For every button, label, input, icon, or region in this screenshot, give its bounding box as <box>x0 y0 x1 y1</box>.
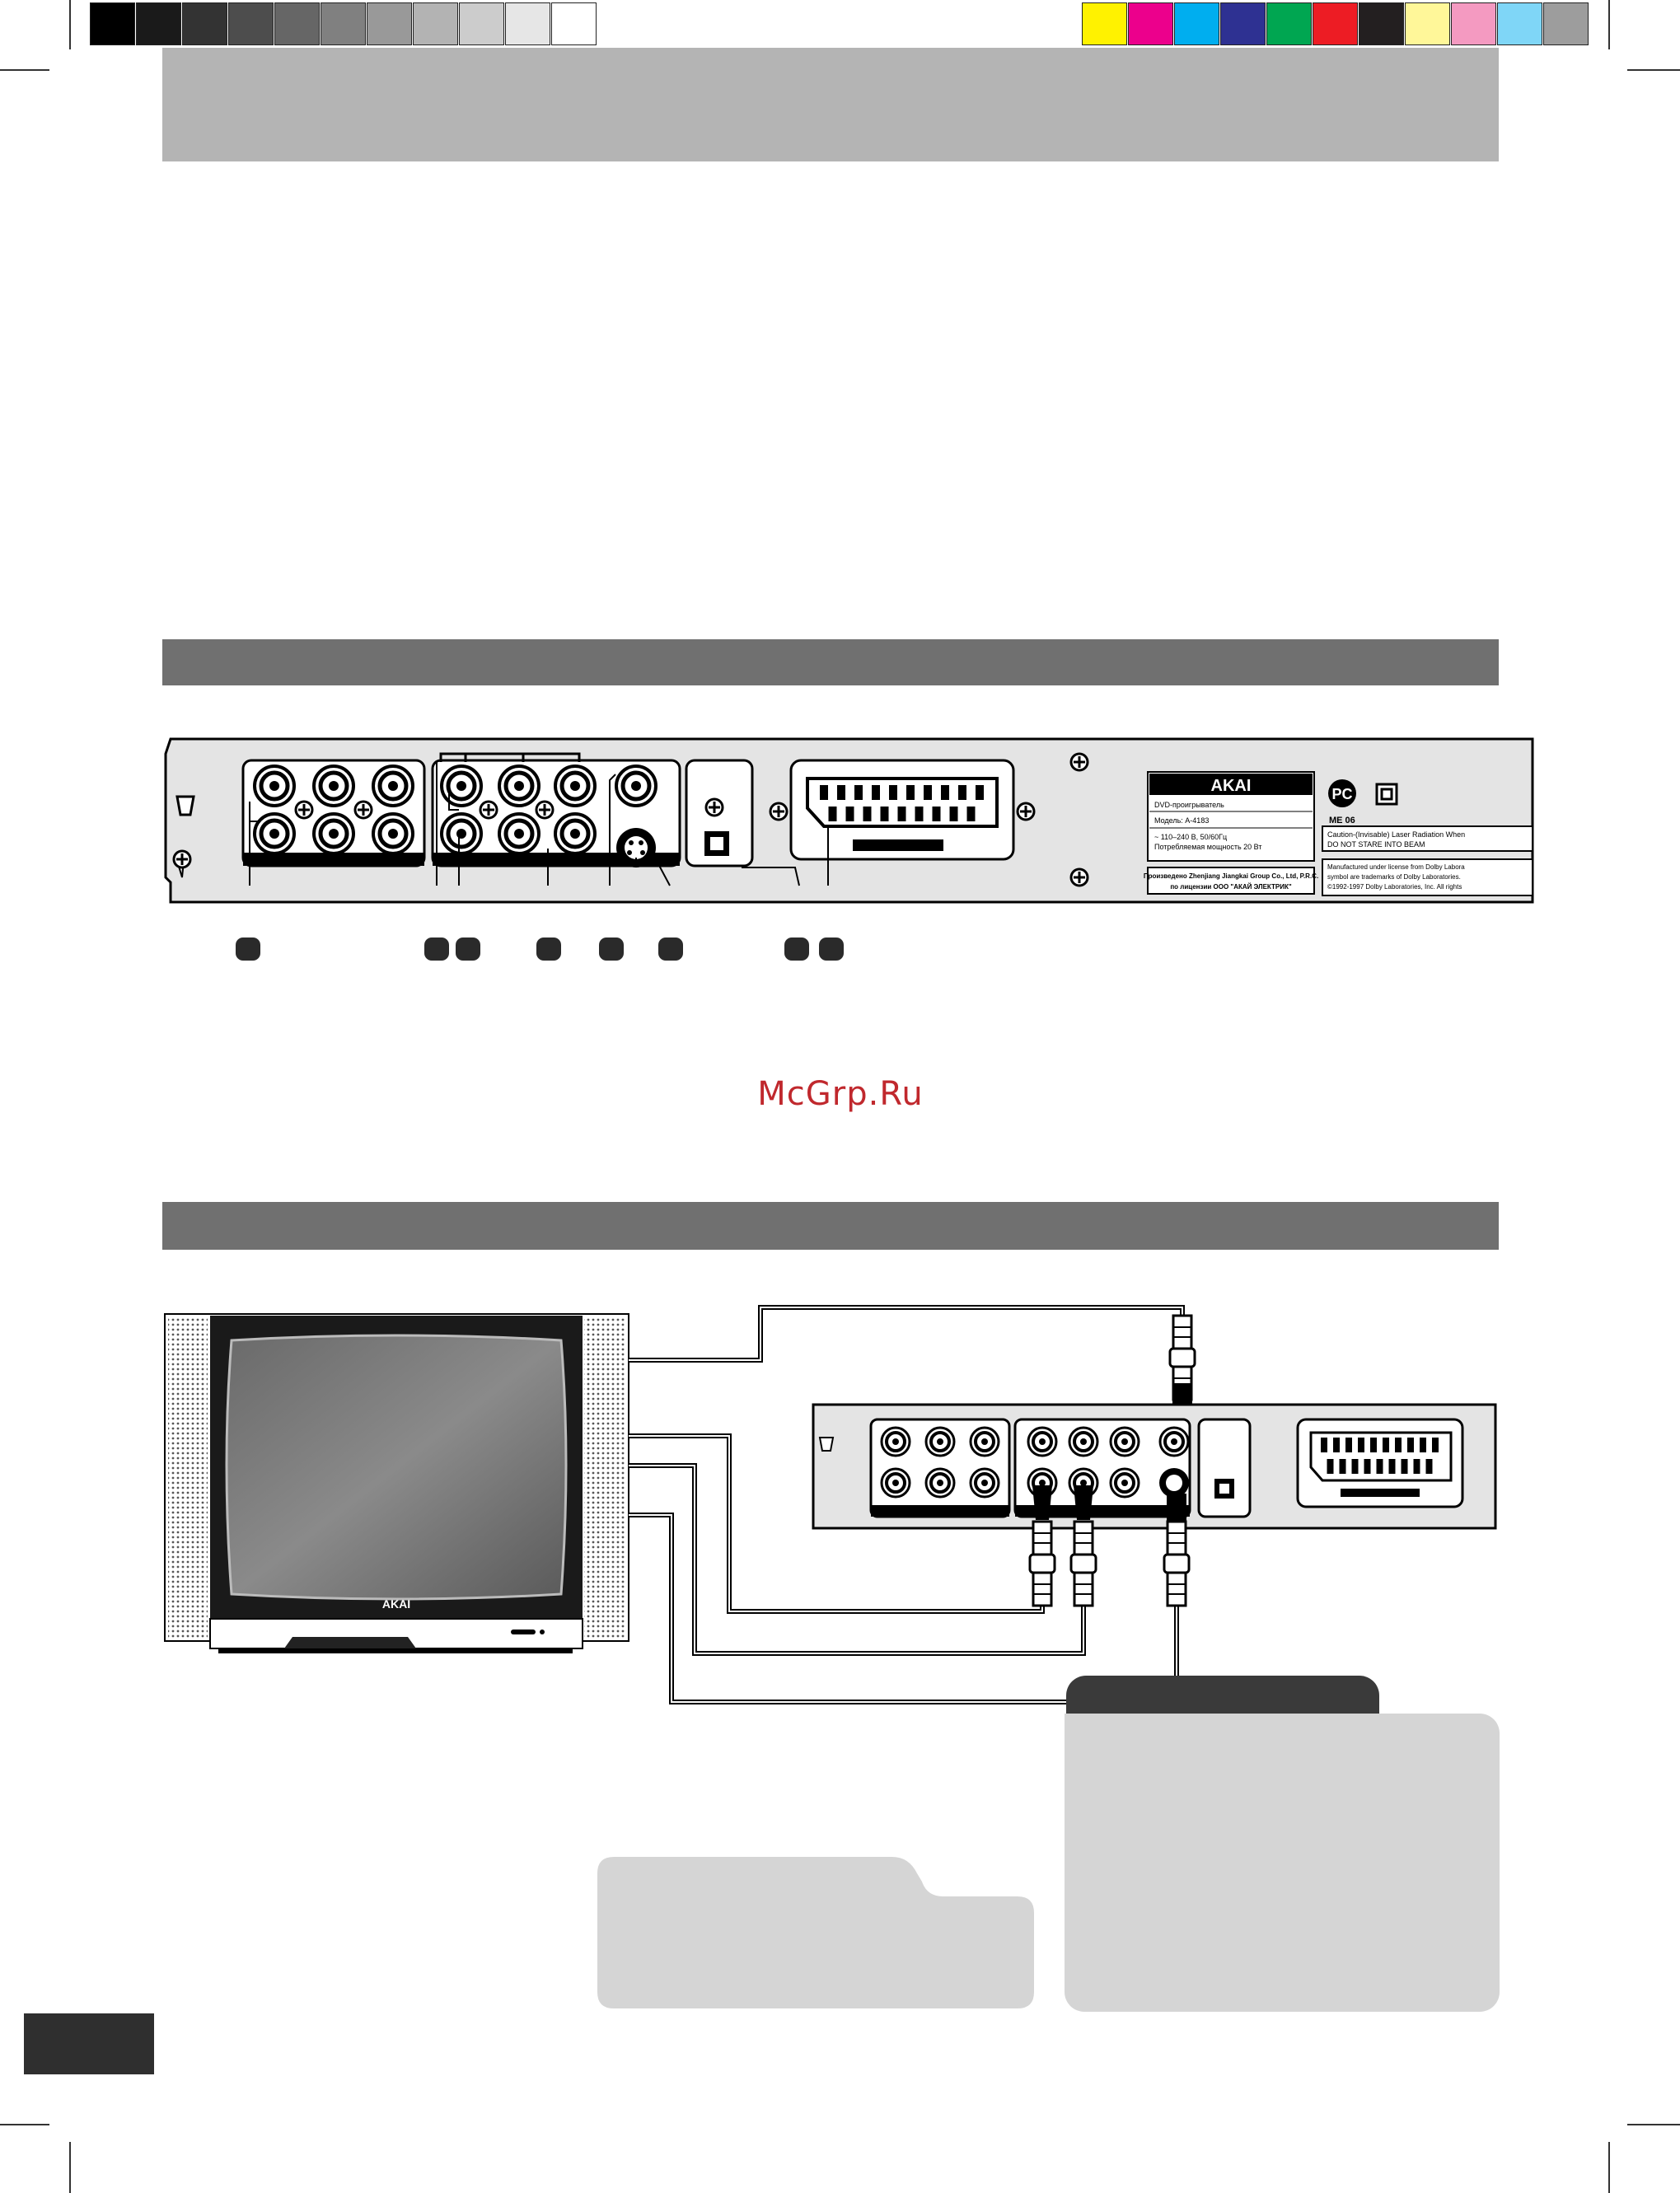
plate-power-line2: Потребляемая мощность 20 Вт <box>1154 843 1261 851</box>
caution-line1: Caution-(Invisable) Laser Radiation When <box>1327 830 1465 839</box>
crop-mark <box>1608 0 1610 49</box>
certification-mark-icon <box>1328 779 1356 807</box>
caution-line2: DO NOT STARE INTO BEAM <box>1327 840 1425 849</box>
crop-mark <box>1608 2142 1610 2193</box>
cert-mark: PC <box>1331 786 1352 802</box>
calibration-swatch <box>367 2 412 45</box>
plate-maker-line2: по лицензии ООО "АКАЙ ЭЛЕКТРИК" <box>1170 883 1292 891</box>
calibration-swatch <box>1405 2 1450 45</box>
watermark-text: McGrp.Ru <box>757 1075 924 1113</box>
plate-brand: AKAI <box>1211 777 1252 795</box>
plate-maker-line1: Произведено Zhenjiang Jiangkai Group Co.… <box>1144 872 1318 880</box>
calibration-swatch <box>413 2 458 45</box>
header-bar <box>162 48 1499 161</box>
callout-marker <box>536 938 561 961</box>
calibration-swatch <box>1174 2 1219 45</box>
crop-mark <box>69 0 71 49</box>
calibration-swatch <box>505 2 550 45</box>
note-box-tab <box>1066 1676 1379 1715</box>
calibration-swatch <box>321 2 366 45</box>
calibration-swatch <box>182 2 227 45</box>
double-insulation-icon <box>1375 783 1398 806</box>
calibration-swatch <box>1451 2 1496 45</box>
calibration-swatch <box>274 2 320 45</box>
dolby-line2: symbol are trademarks of Dolby Laborator… <box>1327 873 1461 881</box>
dolby-line3: ©1992-1997 Dolby Laboratories, Inc. All … <box>1327 883 1462 891</box>
calibration-swatch <box>228 2 274 45</box>
plate-model: Модель: A-4183 <box>1154 816 1209 825</box>
section-bar-rear-panel <box>162 639 1499 685</box>
info-callout-box <box>597 1857 1034 2008</box>
tv-connection-diagram: AKAI <box>164 1305 1497 1704</box>
calibration-swatch <box>1497 2 1542 45</box>
callout-marker <box>658 938 683 961</box>
note-box <box>1065 1714 1500 2012</box>
callout-marker <box>819 938 844 961</box>
page-number-tab <box>24 2013 154 2074</box>
callout-marker <box>424 938 449 961</box>
callout-marker <box>456 938 480 961</box>
calibration-swatch <box>1220 2 1266 45</box>
section-bar-connection <box>162 1202 1499 1250</box>
tv-illustration <box>164 1313 629 1653</box>
calibration-swatch <box>90 2 135 45</box>
calibration-swatch <box>1266 2 1312 45</box>
callout-marker <box>784 938 809 961</box>
plate-power-line1: ~ 110–240 В, 50/60Гц <box>1154 833 1227 841</box>
dolby-line1: Manufactured under license from Dolby La… <box>1327 863 1465 871</box>
plate-product: DVD-проигрыватель <box>1154 801 1224 809</box>
calibration-swatch <box>551 2 597 45</box>
callout-marker <box>236 938 260 961</box>
calibration-swatch <box>136 2 181 45</box>
dvd-player-illustration <box>812 1403 1497 1530</box>
calibration-swatch <box>1082 2 1127 45</box>
cert-code: ME 06 <box>1329 816 1355 825</box>
crop-mark <box>0 2124 49 2125</box>
calibration-swatch <box>1128 2 1173 45</box>
tv-brand-logo: AKAI <box>382 1597 410 1611</box>
calibration-swatch <box>1543 2 1589 45</box>
calibration-swatch <box>1313 2 1358 45</box>
crop-mark <box>1627 69 1680 71</box>
crop-mark <box>69 2142 71 2193</box>
crop-mark <box>1627 2124 1680 2125</box>
calibration-swatch <box>1359 2 1404 45</box>
crop-mark <box>0 69 49 71</box>
calibration-swatch <box>459 2 504 45</box>
callout-marker <box>599 938 624 961</box>
rear-panel-diagram: AKAI DVD-проигрыватель Модель: A-4183 ~ … <box>164 737 1534 904</box>
